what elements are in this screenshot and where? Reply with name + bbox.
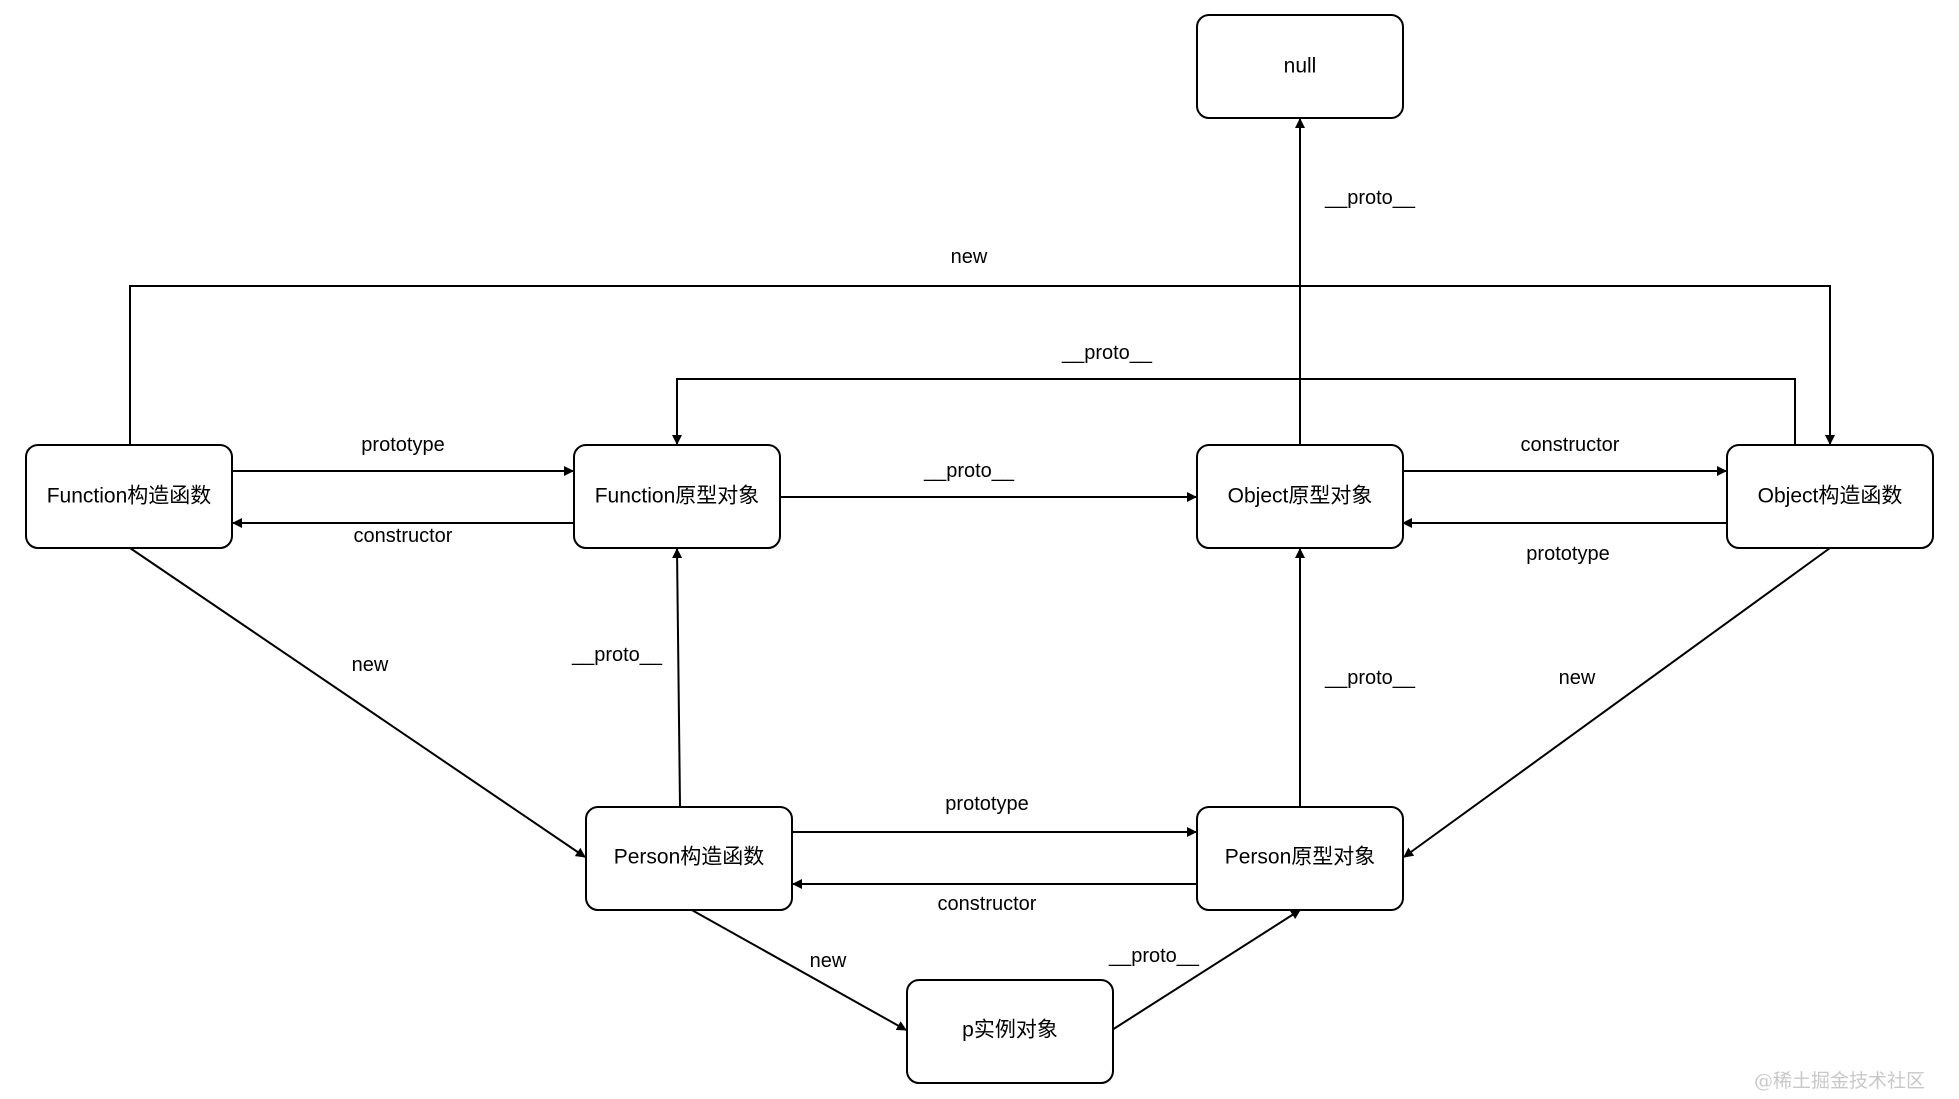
node-label: Object原型对象 bbox=[1228, 485, 1373, 508]
edge-label-proto: __proto__ bbox=[1061, 342, 1153, 364]
edge-function-constructor-prototype: prototype bbox=[233, 434, 574, 476]
edge-object-constructor-new-person-prototype: new bbox=[1403, 547, 1831, 858]
edge-function-constructor-new-object-constructor: new bbox=[129, 246, 1835, 445]
edge-label-prototype: prototype bbox=[361, 434, 444, 456]
edge-label-prototype: prototype bbox=[945, 793, 1028, 815]
edge-object-constructor-to-function-prototype: __proto__ bbox=[672, 342, 1796, 445]
edge-function-prototype-to-object-prototype: __proto__ bbox=[781, 460, 1197, 502]
edge-person-constructor-new-p-instance: new bbox=[689, 908, 907, 1031]
node-function-constructor: Function构造函数 bbox=[25, 444, 233, 549]
edge-label-proto: __proto__ bbox=[1324, 667, 1416, 689]
node-person-constructor: Person构造函数 bbox=[585, 806, 793, 911]
edge-function-constructor-new-person-constructor: new bbox=[129, 547, 586, 858]
edge-p-instance-to-person-prototype: __proto__ bbox=[1108, 909, 1301, 1031]
edge-label-new: new bbox=[352, 654, 389, 676]
edge-label-constructor: constructor bbox=[1521, 434, 1620, 456]
edge-label-new: new bbox=[951, 246, 988, 268]
edge-person-constructor-prototype: prototype bbox=[793, 793, 1197, 837]
node-label: null bbox=[1284, 55, 1317, 78]
node-label: Person原型对象 bbox=[1225, 846, 1376, 869]
edge-object-prototype-constructor: constructor bbox=[1403, 434, 1727, 476]
edge-person-prototype-constructor: constructor bbox=[792, 879, 1196, 915]
edge-person-constructor-to-function-prototype: __proto__ bbox=[571, 548, 683, 807]
edge-label-proto: __proto__ bbox=[1108, 945, 1200, 967]
node-object-prototype: Object原型对象 bbox=[1196, 444, 1404, 549]
node-label: Person构造函数 bbox=[614, 846, 765, 869]
edge-line bbox=[129, 285, 1835, 445]
edge-label-proto: __proto__ bbox=[571, 644, 663, 666]
edge-line bbox=[672, 378, 1796, 445]
edge-person-prototype-to-object-prototype: __proto__ bbox=[1295, 548, 1416, 806]
node-label: Function构造函数 bbox=[47, 485, 212, 508]
watermark: @稀土掘金技术社区 bbox=[1754, 1070, 1925, 1092]
node-person-prototype: Person原型对象 bbox=[1196, 806, 1404, 911]
edge-label-new: new bbox=[1559, 667, 1596, 689]
node-null: null bbox=[1196, 14, 1404, 119]
edge-line bbox=[1403, 547, 1831, 858]
edge-line bbox=[672, 548, 683, 807]
node-p-instance: p实例对象 bbox=[906, 979, 1114, 1084]
node-label: Object构造函数 bbox=[1758, 485, 1903, 508]
edge-label-proto: __proto__ bbox=[1324, 187, 1416, 209]
edge-object-constructor-prototype: prototype bbox=[1402, 518, 1726, 565]
edge-line bbox=[129, 547, 586, 858]
edge-label-new: new bbox=[810, 950, 847, 972]
edge-label-proto: __proto__ bbox=[923, 460, 1015, 482]
edge-object-prototype-to-null: __proto__ bbox=[1295, 118, 1416, 444]
edge-label-prototype: prototype bbox=[1526, 543, 1609, 565]
node-label: Function原型对象 bbox=[595, 485, 760, 508]
edge-function-prototype-constructor: constructor bbox=[232, 518, 573, 547]
node-function-prototype: Function原型对象 bbox=[573, 444, 781, 549]
edge-line bbox=[1111, 909, 1301, 1031]
edge-label-constructor: constructor bbox=[354, 525, 453, 547]
edge-line bbox=[689, 908, 907, 1031]
node-object-constructor: Object构造函数 bbox=[1726, 444, 1934, 549]
node-label: p实例对象 bbox=[962, 1019, 1058, 1042]
edge-label-constructor: constructor bbox=[938, 893, 1037, 915]
